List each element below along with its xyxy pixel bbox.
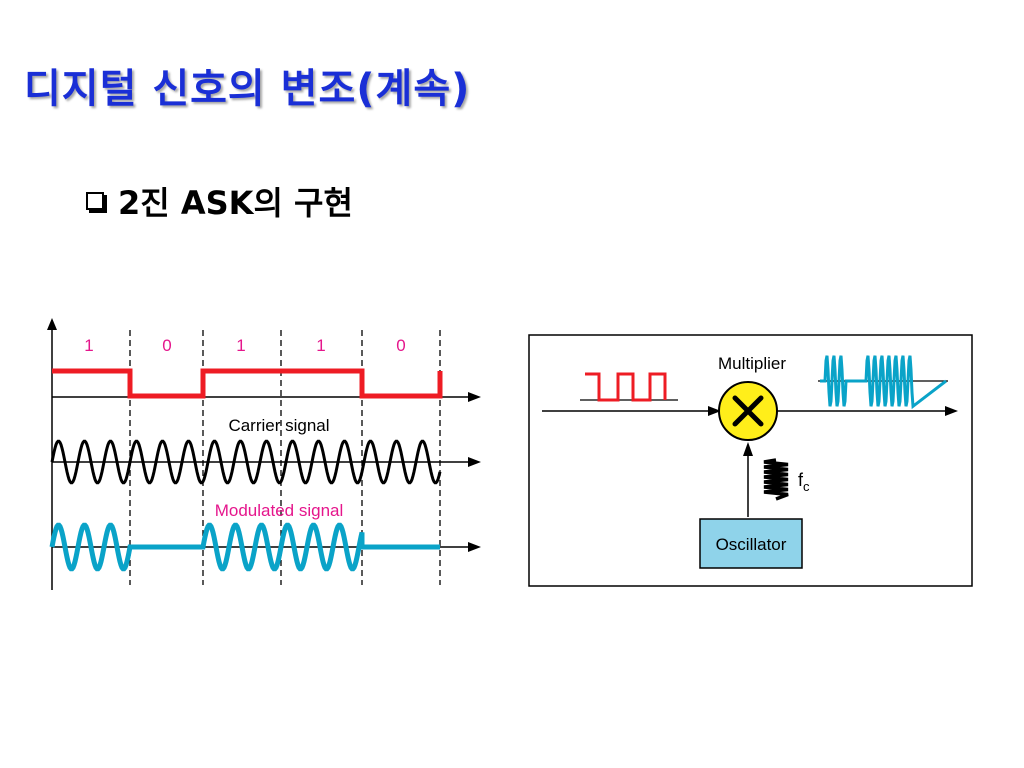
- multiplier-label: Multiplier: [718, 354, 786, 373]
- oscillator-feed-arrow-icon: [743, 442, 753, 456]
- output-modulated-signal-icon: [820, 355, 947, 410]
- multiplier-x-icon: [732, 395, 764, 427]
- input-arrow-icon: [708, 406, 721, 416]
- vertical-axis-arrow-icon: [47, 318, 57, 330]
- bit-label: 0: [396, 336, 405, 355]
- oscillator-label: Oscillator: [716, 535, 787, 554]
- modulated-signal-trace: [49, 522, 440, 572]
- square-bullet-icon: [86, 192, 104, 210]
- bit-label: 1: [84, 336, 93, 355]
- input-digital-signal-icon: [585, 372, 667, 402]
- carrier-frequency-label: fc: [798, 470, 810, 494]
- fc-subscript: c: [803, 479, 810, 494]
- slide-title: 디지털 신호의 변조(계속): [24, 66, 471, 112]
- carrier-signal-label: Carrier signal: [228, 416, 329, 435]
- carrier-axis-arrow-icon: [468, 457, 481, 467]
- ask-block-diagram: Multiplier fc Oscillator: [528, 334, 973, 587]
- bullet-text: 2진 ASK의 구현: [118, 184, 353, 222]
- ask-waveform-diagram: 1 0 1 1 0 Carrier signal Modulated signa…: [47, 318, 481, 590]
- modulated-axis-arrow-icon: [468, 542, 481, 552]
- output-arrow-icon: [945, 406, 958, 416]
- carrier-frequency-spring-icon: [763, 458, 789, 501]
- digital-signal-trace: [52, 368, 443, 399]
- carrier-signal-trace: [50, 439, 442, 485]
- bit-label: 0: [162, 336, 171, 355]
- modulated-signal-label: Modulated signal: [215, 501, 344, 520]
- bit-labels: 1 0 1 1 0: [84, 336, 405, 355]
- bit-label: 1: [236, 336, 245, 355]
- fc-f: f: [798, 470, 804, 490]
- digital-axis-arrow-icon: [468, 392, 481, 402]
- bullet-item: 2진 ASK의 구현: [86, 178, 353, 224]
- bit-label: 1: [316, 336, 325, 355]
- oscillator-block: [699, 518, 803, 569]
